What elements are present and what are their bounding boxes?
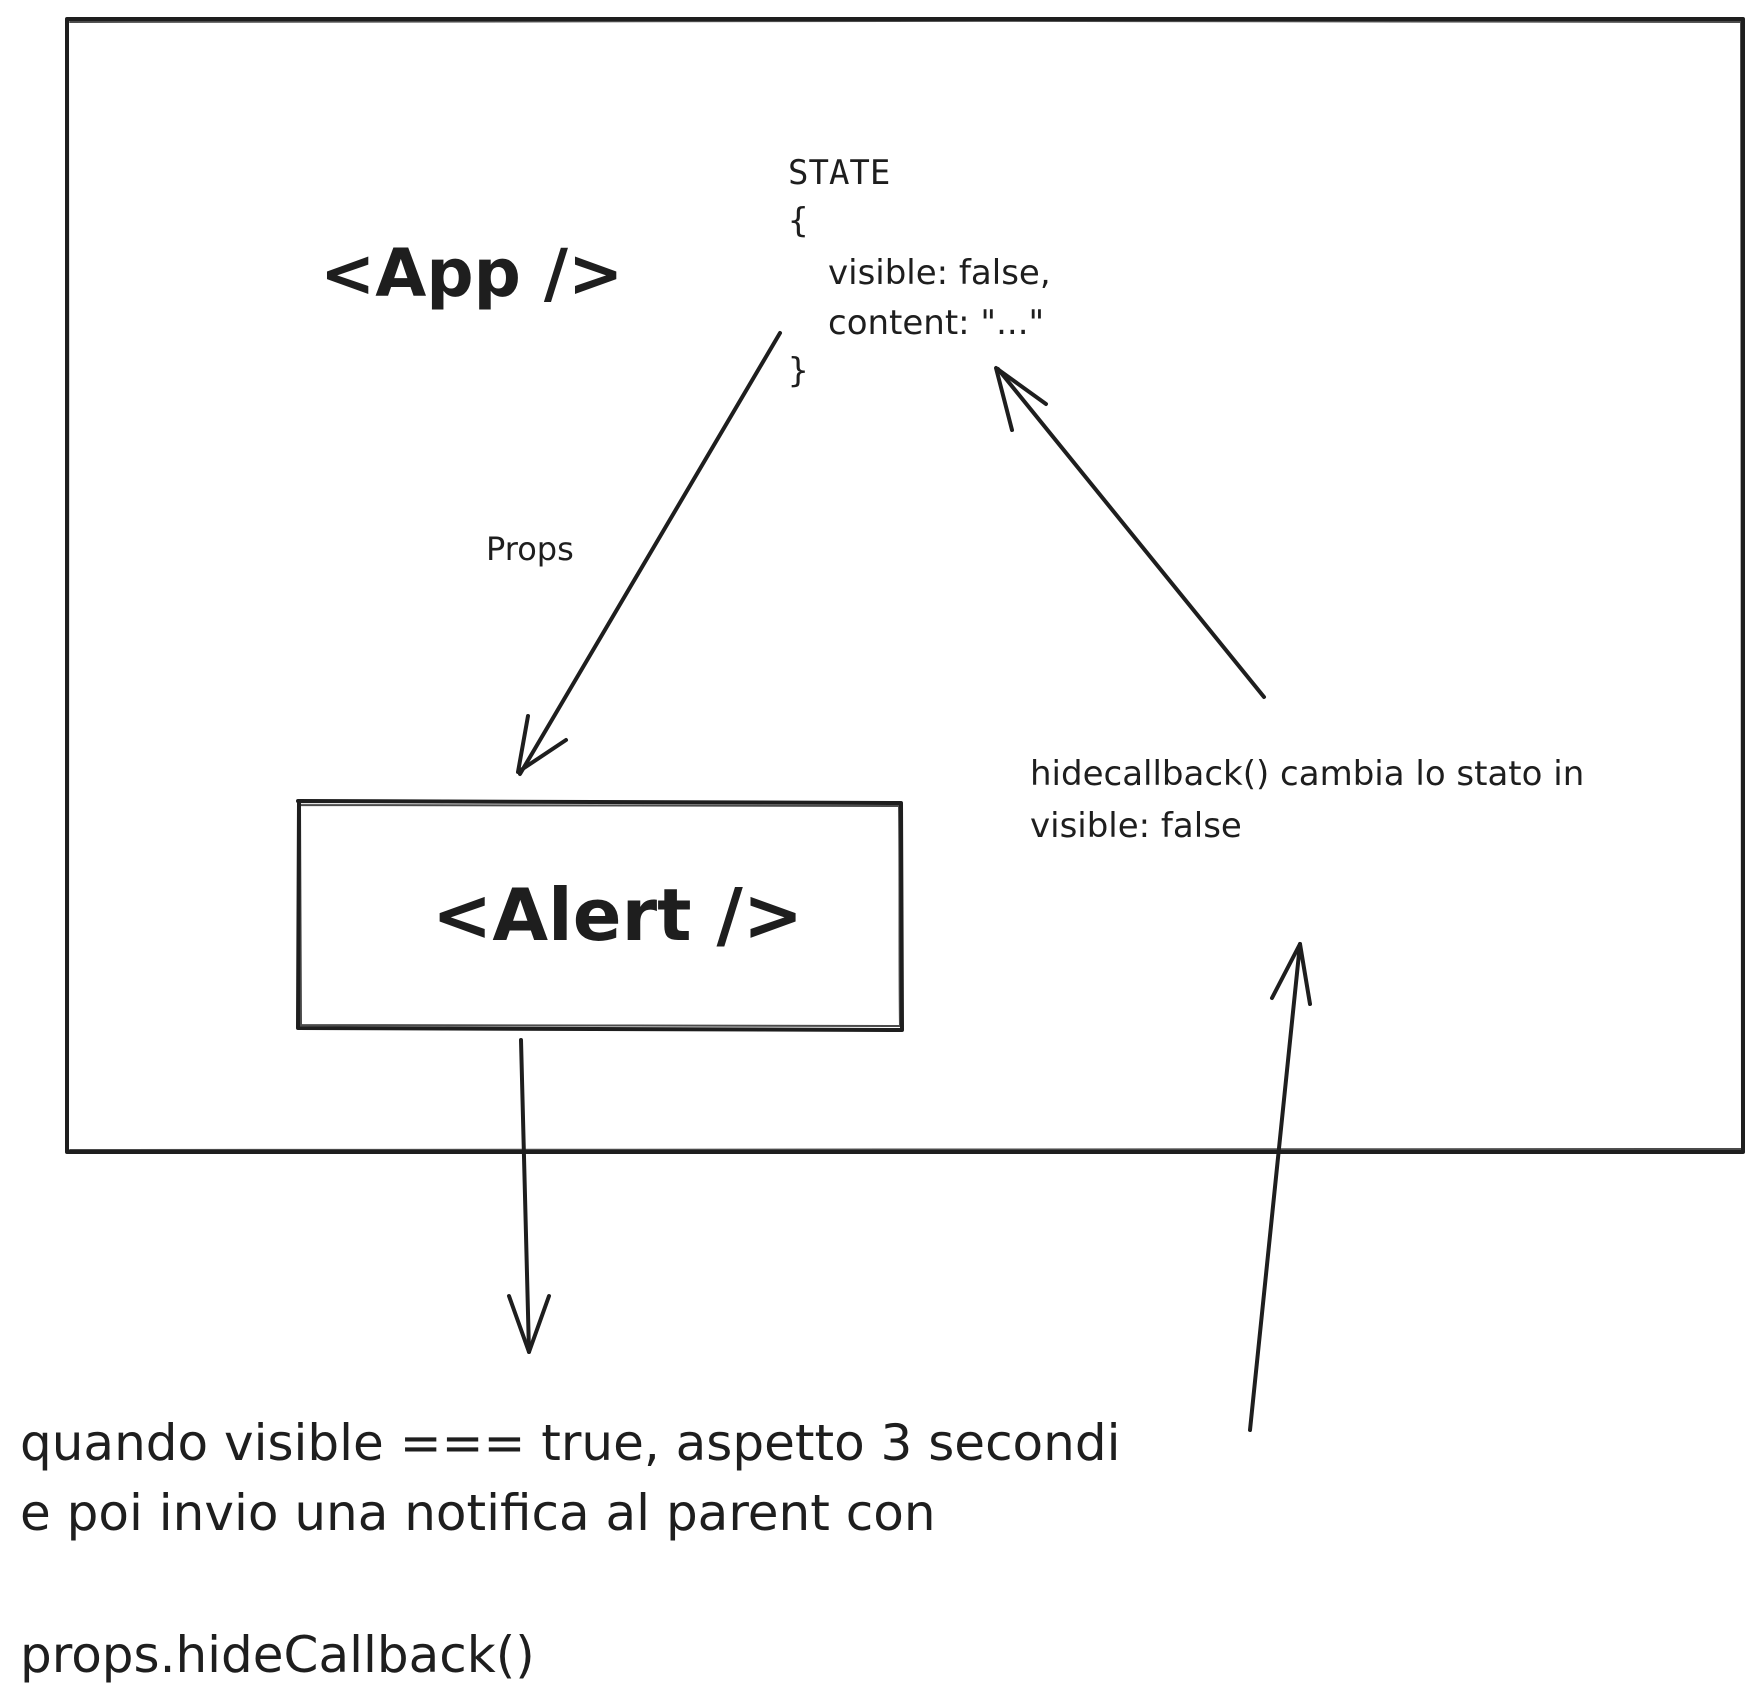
callback-note-line1: hidecallback() cambia lo stato in <box>1030 754 1584 794</box>
app-component-label: <App /> <box>320 235 623 312</box>
note-to-callback-arrow <box>1248 942 1312 1432</box>
timer-note-line1: quando visible === true, aspetto 3 secon… <box>20 1414 1120 1472</box>
state-block: STATE { visible: false, content: "..." } <box>788 153 1051 391</box>
state-visible-line: visible: false, <box>828 253 1051 293</box>
hidecallback-to-state-arrow <box>994 366 1266 699</box>
app-container-box <box>65 17 1745 1154</box>
state-title: STATE <box>788 153 890 193</box>
state-open-brace: { <box>788 201 808 241</box>
state-content-line: content: "..." <box>828 303 1044 343</box>
alert-component-label: <Alert /> <box>432 873 803 957</box>
timer-note-line2: e poi invio una notifica al parent con <box>20 1484 936 1542</box>
alert-box <box>296 799 904 1032</box>
props-arrow <box>516 331 782 776</box>
alert-to-note-arrow <box>507 1038 551 1354</box>
state-close-brace: } <box>788 351 808 391</box>
timer-note-line3: props.hideCallback() <box>20 1626 535 1684</box>
props-label: Props <box>486 530 574 568</box>
callback-note-line2: visible: false <box>1030 806 1242 846</box>
